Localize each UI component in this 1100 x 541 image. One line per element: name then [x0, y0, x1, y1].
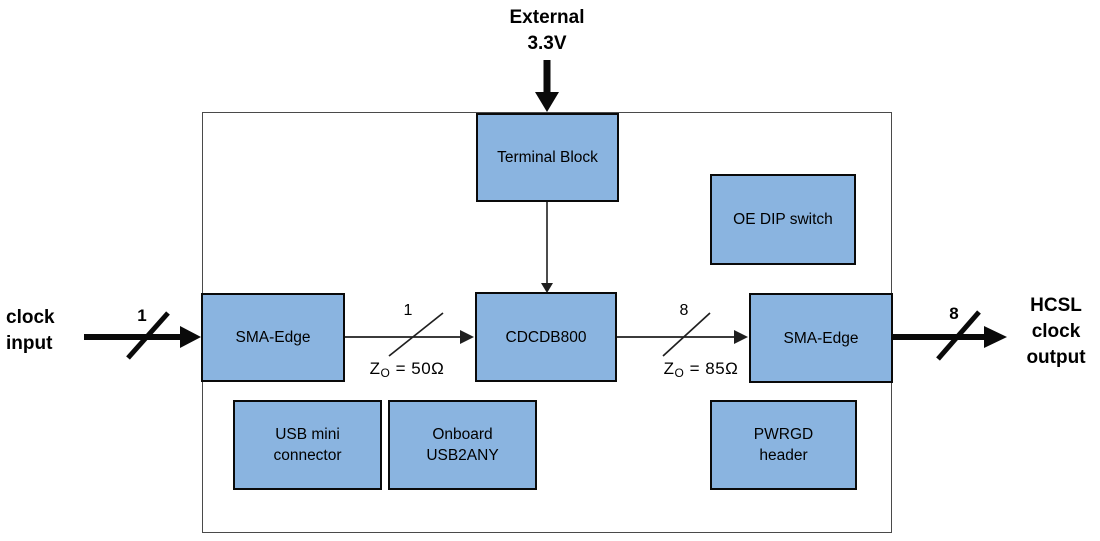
sma-edge-output-box: SMA-Edge: [749, 293, 893, 383]
onboard-usb2any-line1: Onboard: [432, 426, 493, 443]
clock-input-label: clock input: [6, 305, 55, 357]
hcsl-output-line2: clock: [1031, 321, 1081, 342]
external-power-line1: External: [509, 7, 585, 28]
pwrgd-header-line1: PWRGD: [753, 426, 814, 443]
usb-mini-line1: USB mini: [275, 426, 340, 443]
pwrgd-header-box: PWRGD header: [710, 400, 857, 490]
clock-input-line2: input: [6, 333, 53, 354]
sma-edge-input-box: SMA-Edge: [201, 293, 345, 382]
power-arrowhead-icon: [535, 92, 559, 112]
oe-dip-switch-box: OE DIP switch: [710, 174, 856, 265]
pwrgd-header-line2: header: [759, 447, 808, 464]
cdcdb800-label: CDCDB800: [505, 328, 587, 346]
onboard-usb2any-line2: USB2ANY: [426, 447, 499, 464]
output-impedance-label: ZO = 85Ω: [636, 359, 766, 380]
z85-symbol: Z: [663, 359, 675, 378]
usb-mini-line2: connector: [273, 447, 342, 464]
input-bus-width: 1: [137, 306, 147, 325]
sma-edge-output-label: SMA-Edge: [783, 329, 859, 347]
input-trace-width: 1: [403, 302, 413, 319]
external-power-label: External 3.3V: [482, 5, 612, 57]
hcsl-output-line1: HCSL: [1030, 295, 1082, 316]
z50-value: = 50Ω: [390, 359, 445, 378]
terminal-block-label: Terminal Block: [497, 149, 598, 166]
output-bus-width: 8: [949, 304, 959, 323]
output-trace-width: 8: [679, 302, 689, 319]
usb-mini-connector-box: USB mini connector: [233, 400, 382, 490]
oe-dip-switch-label: OE DIP switch: [733, 211, 833, 228]
onboard-usb2any-box: Onboard USB2ANY: [388, 400, 537, 490]
hcsl-output-line3: output: [1026, 347, 1086, 368]
z85-value: = 85Ω: [684, 359, 739, 378]
sma-edge-input-label: SMA-Edge: [235, 329, 311, 346]
input-impedance-label: ZO = 50Ω: [342, 359, 472, 380]
z50-symbol: Z: [369, 359, 381, 378]
z50-subscript: O: [380, 366, 391, 380]
clock-input-arrowhead-icon: [180, 326, 201, 348]
terminal-block-box: Terminal Block: [476, 113, 619, 202]
clock-input-line1: clock: [6, 307, 55, 328]
external-power-line2: 3.3V: [527, 33, 567, 54]
hcsl-output-label: HCSL clock output: [1010, 293, 1100, 371]
clock-output-arrowhead-icon: [984, 326, 1007, 348]
cdcdb800-box: CDCDB800: [475, 292, 617, 382]
z85-subscript: O: [674, 366, 685, 380]
